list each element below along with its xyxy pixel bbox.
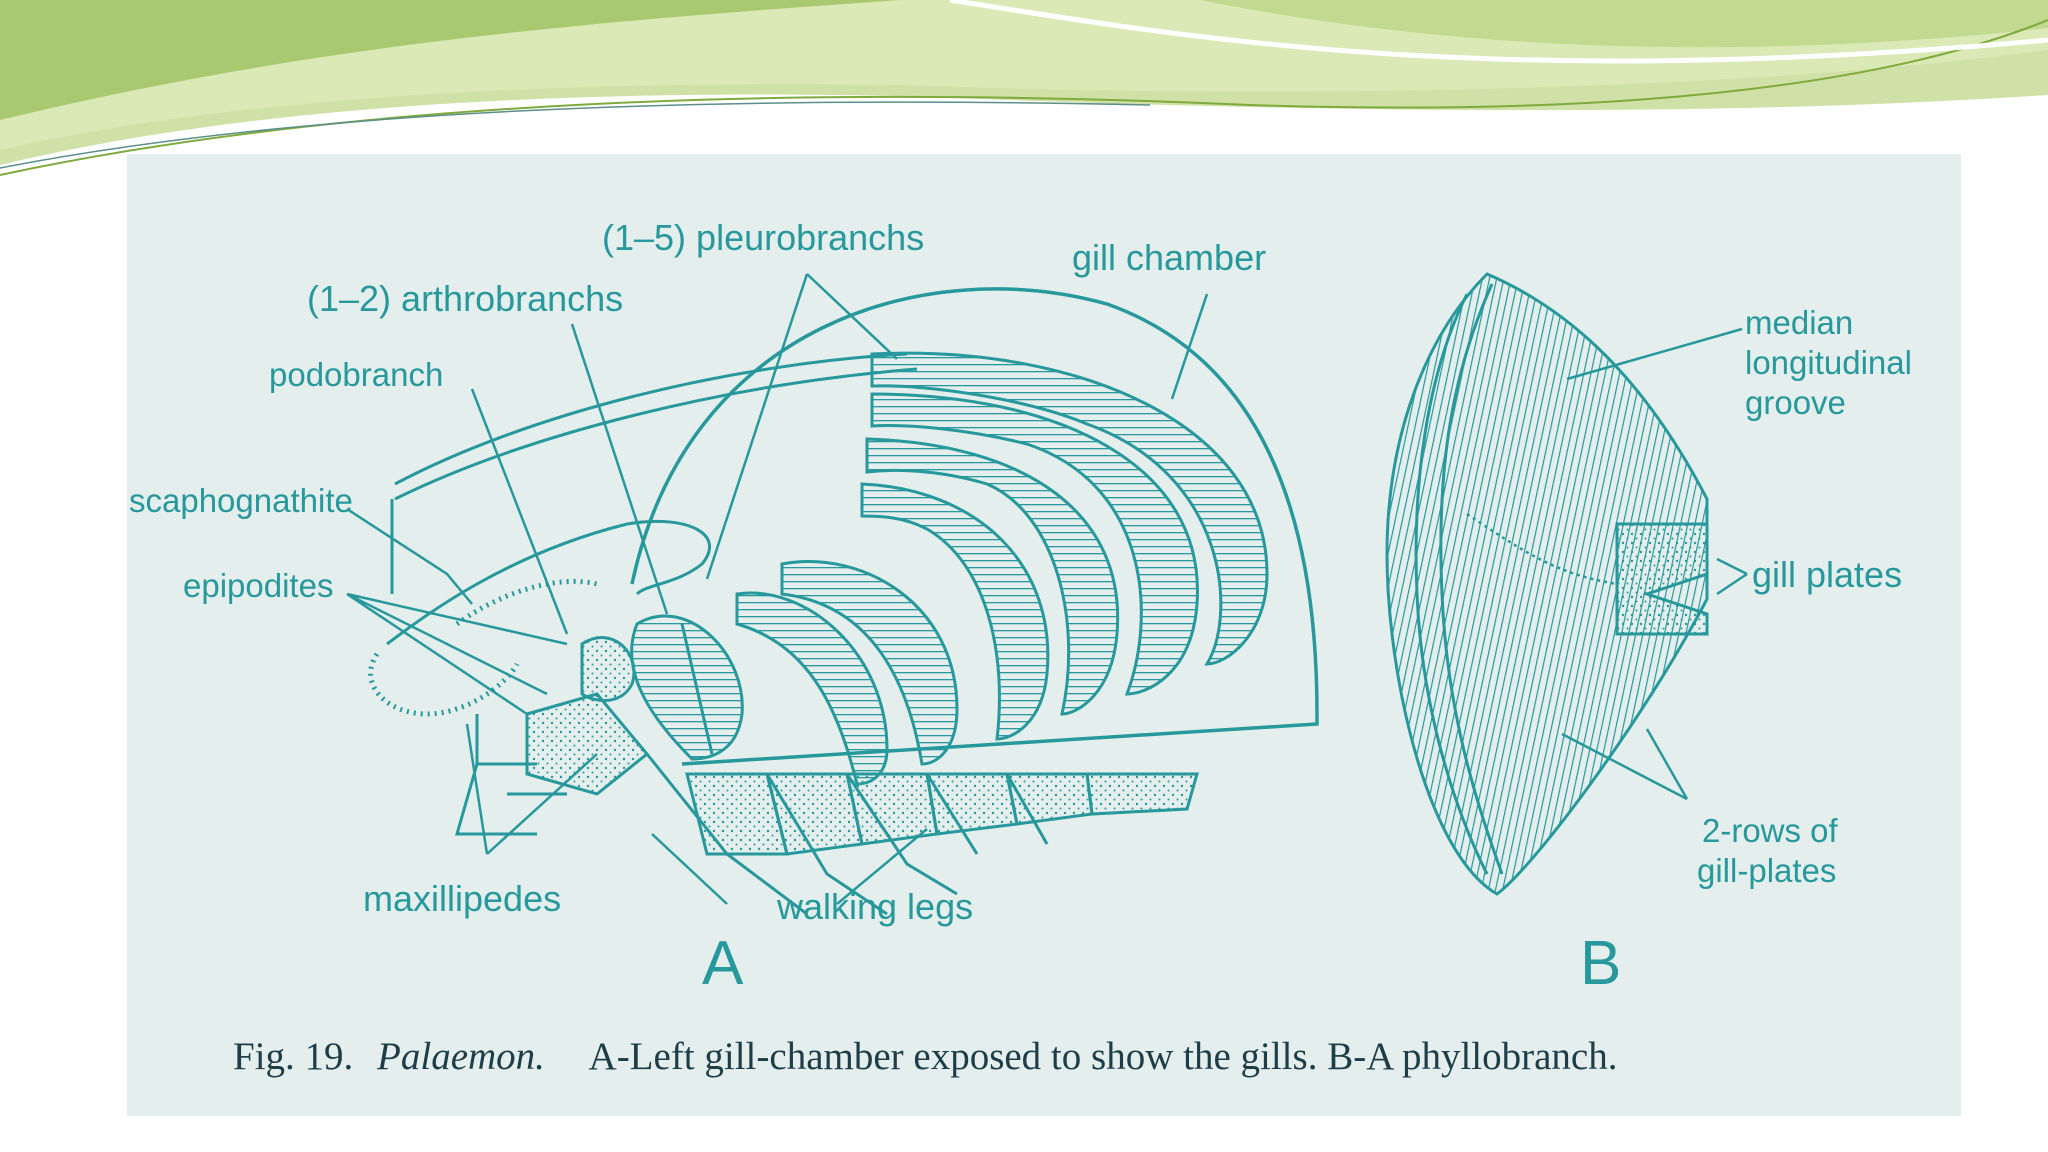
caption-text: A-Left gill-chamber exposed to show the … [589,1035,1618,1078]
label-gill-plates-rows: gill-plates [1697,852,1836,889]
panel-b-leader-lines [1561,327,1748,801]
label-arthrobranchs: (1–2) arthrobranchs [307,278,623,319]
caption-genus: Palaemon. [376,1035,545,1078]
label-epipodites: epipodites [183,567,333,604]
label-gill-plates: gill plates [1752,554,1902,595]
label-podobranch: podobranch [269,356,443,393]
label-scaphognathite: scaphognathite [129,482,353,519]
figure-caption: Fig. 19. Palaemon. A-Left gill-chamber e… [233,1035,1617,1078]
figure-panel: (1–5) pleurobranchs gill chamber (1–2) a… [127,154,1961,1116]
panel-a-leader-lines [346,273,1209,905]
label-groove: groove [1745,384,1846,421]
panel-b-drawing [1385,272,1709,896]
panel-a-drawing [368,287,1319,916]
slide-header-swoosh [0,0,2048,176]
panel-b-letter: B [1580,929,1621,998]
label-2-rows-of: 2-rows of [1702,812,1839,849]
label-longitudinal: longitudinal [1745,344,1912,381]
caption-fig-number: Fig. 19. [233,1035,353,1078]
palaemon-gill-diagram: (1–5) pleurobranchs gill chamber (1–2) a… [129,217,1912,1078]
label-pleurobranchs: (1–5) pleurobranchs [602,217,924,258]
label-median: median [1745,304,1853,341]
label-maxillipedes: maxillipedes [363,878,561,919]
panel-a-letter: A [702,929,744,998]
label-gill-chamber: gill chamber [1072,237,1266,278]
label-walking-legs: walking legs [776,886,973,927]
